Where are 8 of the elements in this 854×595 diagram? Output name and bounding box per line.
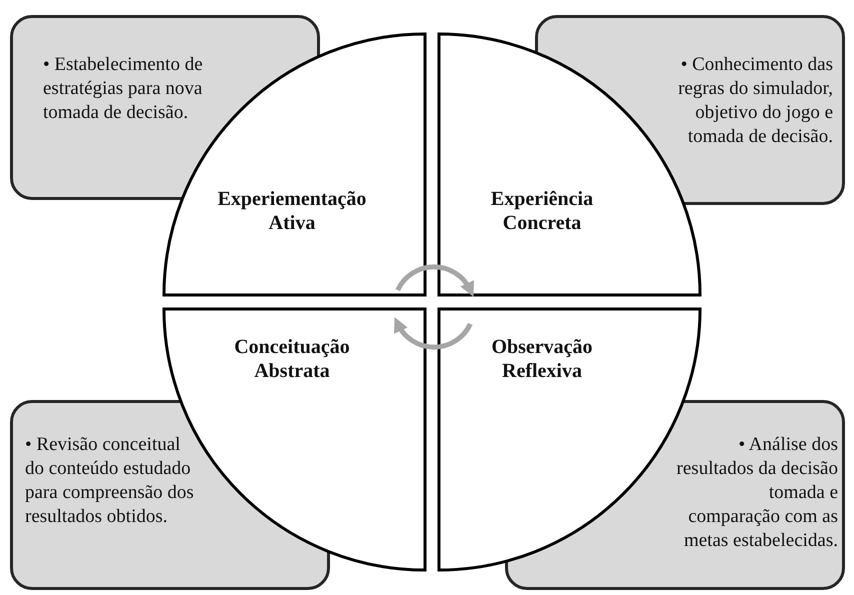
bullet-text: • Revisão conceitual do conteúdo estudado para compreensão dos resultados obtidos. [25, 433, 195, 529]
bullet-text: • Conhecimento das regras do simulador, objetivo do jogo e tomada de decisão. [677, 53, 833, 149]
stage-title: Experiementação Ativa [216, 187, 368, 235]
stage-title: Conceituação Abstrata [233, 335, 351, 383]
stage-title: Experiência Concreta [490, 187, 594, 235]
bullet-text: • Estabelecimento de estratégias para nova tomada de decisão. [43, 53, 204, 125]
bullet-text: • Análise dos resultados da decisão tomada e comparação com as metas estabelecidas. [676, 433, 838, 553]
stage-title: Observação Reflexiva [490, 335, 594, 383]
